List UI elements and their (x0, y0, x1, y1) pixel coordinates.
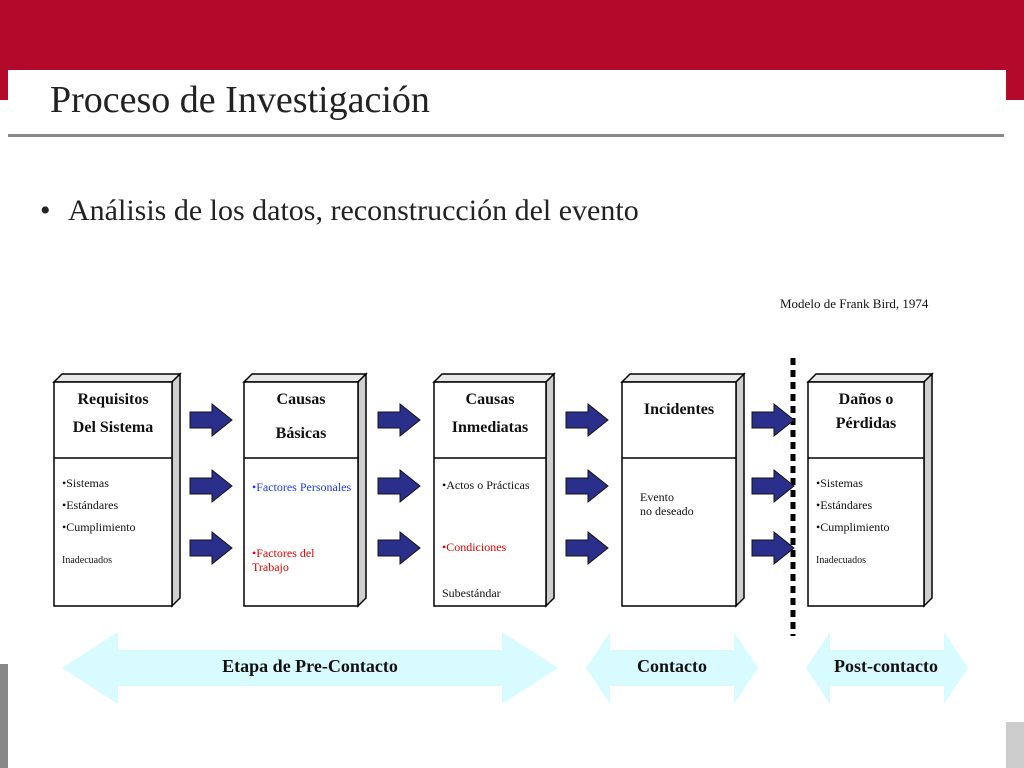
arrow-icon (751, 468, 795, 504)
factores-personales: •Factores Personales (252, 480, 352, 494)
list-item: •Sistemas (62, 476, 109, 490)
arrow-icon (565, 402, 609, 438)
phase-arrow-contacto (586, 632, 758, 704)
box-title-line: Del Sistema (72, 419, 154, 436)
list-item: •Cumplimiento (62, 520, 136, 534)
box-title-line: Causas (465, 391, 515, 408)
box-requisitos-title: Requisitos Del Sistema (54, 388, 172, 440)
bullet-text: Análisis de los datos, reconstrucción de… (68, 194, 639, 227)
arrow-icon (565, 530, 609, 566)
phase-arrows (62, 632, 968, 704)
arrow-icon (189, 402, 233, 438)
list-item: •Cumplimiento (816, 520, 890, 534)
evento-no-deseado: Evento no deseado (640, 490, 730, 518)
box-danos-items: •Sistemas •Estándares •Cumplimiento Inad… (816, 476, 890, 568)
arrow-icon (189, 530, 233, 566)
phase-arrow-post-contacto (806, 632, 968, 704)
phase-label-pre-contacto: Etapa de Pre-Contacto (222, 656, 398, 676)
bullet-item: • Análisis de los datos, reconstrucción d… (40, 194, 639, 228)
list-footer: Inadecuados (816, 555, 866, 566)
model-credit: Modelo de Frank Bird, 1974 (780, 296, 929, 311)
box-causas-basicas-title: Causas Básicas (244, 388, 358, 446)
evento-line: Evento (640, 490, 674, 504)
phase-label-contacto: Contacto (637, 656, 707, 676)
list-item: •Estándares (62, 498, 119, 512)
title-divider (8, 134, 1004, 137)
list-item: •Sistemas (816, 476, 863, 490)
box-causas-basicas (242, 372, 368, 608)
left-edge-strip (0, 664, 8, 768)
box-causas-inmediatas (432, 372, 556, 608)
header-bar-right-edge (1006, 70, 1024, 100)
header-bar (0, 0, 1024, 70)
condiciones: •Condiciones (442, 540, 507, 554)
box-title-line: Básicas (275, 425, 327, 442)
bullet-dot-icon: • (40, 194, 51, 227)
arrow-icon (751, 530, 795, 566)
subestandar: Subestándar (442, 586, 501, 600)
box-danos (806, 372, 934, 608)
box-title-line: Requisitos (77, 391, 149, 408)
arrow-icon (377, 468, 421, 504)
box-danos-title: Daños o Pérdidas (808, 388, 924, 436)
process-diagram (52, 358, 968, 704)
arrow-icon (189, 468, 233, 504)
arrow-icon (565, 468, 609, 504)
phase-label-post-contacto: Post-contacto (834, 656, 938, 676)
actos-practicas: •Actos o Prácticas (442, 478, 530, 492)
arrow-icon (377, 402, 421, 438)
box-incidentes (620, 372, 746, 608)
list-item: •Estándares (816, 498, 873, 512)
list-footer: Inadecuados (62, 555, 112, 566)
box-title-line: Daños o (838, 391, 894, 408)
box-requisitos-items: •Sistemas •Estándares •Cumplimiento Inad… (62, 476, 136, 568)
box-title-line: Causas (276, 391, 326, 408)
arrow-icon (751, 402, 795, 438)
box-title-line: Inmediatas (451, 419, 529, 436)
box-title-line: Pérdidas (835, 415, 897, 432)
box-incidentes-title: Incidentes (643, 401, 715, 418)
header-bar-left-edge (0, 70, 8, 100)
slide-title: Proceso de Investigación (50, 79, 430, 121)
flow-arrows (189, 402, 795, 566)
evento-line: no deseado (640, 504, 694, 518)
arrow-icon (377, 530, 421, 566)
box-causas-inmediatas-title: Causas Inmediatas (434, 388, 546, 440)
right-edge-strip (1006, 722, 1024, 768)
factores-trabajo: •Factores del Trabajo (252, 546, 315, 574)
phase-arrow-pre-contacto (62, 632, 558, 704)
box-requisitos (52, 372, 182, 608)
